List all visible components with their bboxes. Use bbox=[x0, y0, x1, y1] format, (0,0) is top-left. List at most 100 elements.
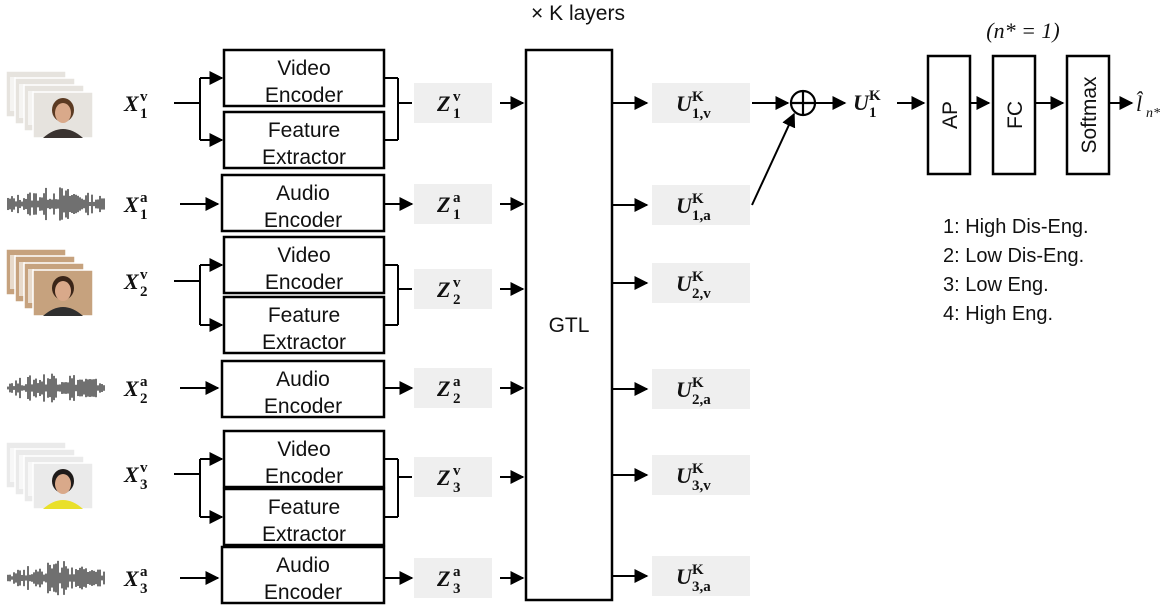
feature-symbol-3a-base: Z bbox=[436, 566, 450, 591]
input-symbol-2v-base: X bbox=[123, 269, 140, 294]
video-encoder-1v-line-1: Video bbox=[277, 57, 330, 80]
feature-symbol-2v-sup: v bbox=[453, 275, 461, 291]
output-sub: n* bbox=[1146, 106, 1160, 121]
input-symbol-3v-base: X bbox=[123, 462, 140, 487]
audio-encoder-2a-line-2: Encoder bbox=[264, 395, 342, 418]
person-face bbox=[55, 103, 71, 123]
layers-label: × K layers bbox=[531, 2, 625, 25]
output-symbol-1v-sup: K bbox=[692, 89, 704, 105]
output-base: l̂ bbox=[1136, 91, 1144, 116]
fc-block bbox=[991, 54, 1037, 176]
gtl-label: GTL bbox=[549, 314, 590, 337]
output-symbol-1a-base: U bbox=[676, 193, 693, 218]
feature-symbol-2v-sub: 2 bbox=[453, 292, 461, 308]
arrow-u1a-to-fusion bbox=[751, 112, 796, 206]
input-symbol-2a-base: X bbox=[123, 376, 140, 401]
feature-extractor-3v-line-1: Feature bbox=[268, 496, 340, 519]
feature-symbol-3a-sup: a bbox=[453, 564, 461, 580]
feature-symbol-3v-sup: v bbox=[453, 463, 461, 479]
frame-highlight bbox=[19, 84, 25, 118]
feature-extractor-2v-frame bbox=[222, 295, 386, 355]
video-encoder-2v-frame bbox=[222, 235, 386, 295]
feature-extractor-1v-line-2: Extractor bbox=[262, 146, 346, 169]
video-encoder-1v-frame bbox=[222, 48, 386, 108]
input-symbol-1v-base: X bbox=[123, 91, 140, 116]
feature-box-1a bbox=[414, 184, 492, 224]
gtl-block bbox=[524, 48, 614, 602]
output-box-2v bbox=[652, 263, 750, 303]
feature-symbol-3a-sub: 3 bbox=[453, 581, 461, 597]
fc-label: FC bbox=[1004, 101, 1027, 129]
input-symbol-2v-sub: 2 bbox=[140, 284, 148, 300]
audio-encoder-1a-frame bbox=[220, 173, 386, 233]
feature-symbol-1v-base: Z bbox=[436, 91, 450, 116]
fused-symbol-base: U bbox=[853, 90, 870, 115]
frame-highlight bbox=[10, 77, 16, 111]
feature-symbol-2a-base: Z bbox=[436, 376, 450, 401]
feature-symbol-3v-base: Z bbox=[436, 465, 450, 490]
class-legend: 1: High Dis-Eng.2: Low Dis-Eng.3: Low En… bbox=[943, 216, 1089, 325]
video-encoder-2v-line-1: Video bbox=[277, 244, 330, 267]
output-symbol-1v-sub: 1,v bbox=[692, 106, 711, 122]
person-face bbox=[55, 474, 71, 494]
output-symbol-3a-sub: 3,a bbox=[692, 579, 711, 595]
prediction-output: l̂ n* bbox=[1136, 91, 1160, 121]
feature-symbol-1v-sup: v bbox=[453, 89, 461, 105]
frame-highlight bbox=[19, 455, 25, 489]
legend-item: 4: High Eng. bbox=[943, 303, 1053, 325]
output-box-1a bbox=[652, 185, 750, 225]
feature-box-3v bbox=[414, 457, 492, 497]
softmax-block bbox=[1065, 54, 1111, 176]
feature-extractor-2v-line-2: Extractor bbox=[262, 331, 346, 354]
output-symbol-3a-sup: K bbox=[692, 562, 704, 578]
video-encoder-2v-line-2: Encoder bbox=[265, 271, 343, 294]
feature-extractor-3v-line-2: Extractor bbox=[262, 523, 346, 546]
frame-highlight bbox=[28, 462, 34, 496]
feature-symbol-2a-sub: 2 bbox=[453, 391, 461, 407]
legend-item: 3: Low Eng. bbox=[943, 274, 1049, 296]
fused-symbol-sub: 1 bbox=[869, 105, 877, 121]
ap-block bbox=[926, 54, 972, 176]
output-symbol-2v-sup: K bbox=[692, 269, 704, 285]
frame-highlight bbox=[28, 269, 34, 303]
video-thumbnail-2v bbox=[5, 248, 94, 317]
audio-encoder-1a-line-1: Audio bbox=[276, 182, 330, 205]
feature-box-2v bbox=[414, 269, 492, 309]
output-box-3v bbox=[652, 455, 750, 495]
output-symbol-3v-sup: K bbox=[692, 461, 704, 477]
ap-label: AP bbox=[939, 101, 962, 129]
video-encoder-3v-line-1: Video bbox=[277, 438, 330, 461]
output-symbol-2a-base: U bbox=[676, 377, 693, 402]
input-symbol-1a-sup: a bbox=[140, 190, 148, 206]
frame-highlight bbox=[10, 448, 16, 482]
feature-symbol-2a-sup: a bbox=[453, 374, 461, 390]
audio-encoder-2a-frame bbox=[220, 359, 386, 419]
output-symbol-1a-sub: 1,a bbox=[692, 208, 711, 224]
output-symbol-1a-sup: K bbox=[692, 191, 704, 207]
output-symbol-2a-sub: 2,a bbox=[692, 392, 711, 408]
video-thumbnail-1v bbox=[5, 70, 94, 139]
video-thumbnail-3v bbox=[5, 441, 94, 510]
